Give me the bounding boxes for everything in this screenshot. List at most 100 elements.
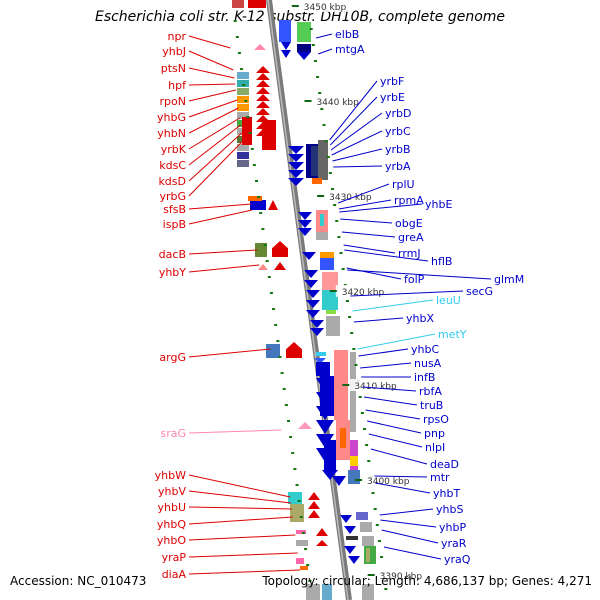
gene-leader-line (375, 482, 431, 494)
feature-tracks (232, 0, 376, 600)
tick-dot (265, 260, 269, 262)
gene-label-mtgA[interactable]: mtgA (335, 43, 365, 56)
feature-arrow (298, 212, 312, 220)
gene-label-elbB[interactable]: elbB (335, 28, 359, 41)
gene-label-infB[interactable]: infB (414, 371, 435, 384)
gene-label-leuU[interactable]: leuU (436, 294, 461, 307)
gene-label-yhbS[interactable]: yhbS (436, 503, 463, 516)
tick-dot (250, 148, 254, 150)
gene-label-obgE[interactable]: obgE (395, 217, 423, 230)
feature-block (237, 104, 249, 111)
gene-leader-line (188, 35, 231, 49)
tick-dot (326, 156, 330, 158)
gene-label-nlpI[interactable]: nlpI (425, 441, 445, 454)
tick-dot (237, 52, 241, 54)
gene-label-yrbG[interactable]: yrbG (159, 190, 186, 203)
feature-arrow (288, 162, 304, 170)
tick-dot (287, 420, 290, 422)
gene-label-yhbQ[interactable]: yhbQ (157, 518, 186, 531)
tick-dot (293, 468, 297, 470)
gene-leader-line (188, 506, 292, 510)
feature-arrow (298, 220, 312, 228)
feature-block (320, 258, 334, 270)
feature-block (350, 352, 356, 432)
tick-dot (272, 308, 276, 310)
gene-label-rplU[interactable]: rplU (392, 178, 415, 191)
gene-label-rpsO[interactable]: rpsO (423, 413, 449, 426)
gene-leader-line (346, 269, 492, 280)
gene-label-folP[interactable]: folP (404, 273, 425, 286)
gene-label-yrbC[interactable]: yrbC (385, 125, 411, 138)
gene-label-kdsC[interactable]: kdsC (159, 159, 186, 172)
gene-label-yhbY[interactable]: yhbY (159, 266, 186, 279)
gene-label-rpmA[interactable]: rpmA (394, 194, 424, 207)
gene-label-ptsN[interactable]: ptsN (161, 62, 186, 75)
gene-label-mtr[interactable]: mtr (430, 471, 450, 484)
feature-arrow (302, 252, 316, 260)
feature-block (297, 44, 311, 52)
scale-label-bg (348, 379, 399, 391)
gene-label-argG[interactable]: argG (159, 351, 186, 364)
gene-label-yrbK[interactable]: yrbK (161, 143, 187, 156)
gene-leader-line (188, 89, 237, 102)
gene-label-yraP[interactable]: yraP (162, 551, 187, 564)
tick-dot (257, 196, 261, 198)
gene-label-yrbD[interactable]: yrbD (385, 107, 412, 120)
gene-label-rpoN[interactable]: rpoN (160, 95, 186, 108)
gene-label-yrbE[interactable]: yrbE (380, 91, 405, 104)
gene-label-kdsD[interactable]: kdsD (158, 175, 186, 188)
gene-label-ispB[interactable]: ispB (163, 218, 186, 231)
gene-label-sraG[interactable]: sraG (160, 427, 186, 440)
gene-leader-line (315, 33, 333, 39)
gene-leader-line (188, 203, 252, 210)
gene-label-metY[interactable]: metY (438, 328, 467, 341)
gene-label-deaD[interactable]: deaD (430, 458, 459, 471)
gene-label-nusA[interactable]: nusA (414, 357, 442, 370)
gene-label-hpf[interactable]: hpf (168, 79, 187, 92)
gene-label-yhbW[interactable]: yhbW (155, 469, 186, 482)
gene-label-hflB[interactable]: hflB (431, 255, 452, 268)
gene-label-yraQ[interactable]: yraQ (444, 553, 471, 566)
gene-label-yhbG[interactable]: yhbG (157, 111, 186, 124)
gene-leader-line (370, 448, 428, 465)
feature-arrow (316, 540, 328, 546)
tick-dot (299, 516, 303, 518)
gene-label-dacB[interactable]: dacB (159, 248, 186, 261)
gene-label-npr[interactable]: npr (168, 30, 187, 43)
gene-label-yrbB[interactable]: yrbB (385, 143, 411, 156)
gene-label-yhbE[interactable]: yhbE (425, 198, 452, 211)
gene-label-yhbJ[interactable]: yhbJ (162, 45, 186, 58)
gene-label-yhbV[interactable]: yhbV (158, 485, 186, 498)
feature-block (326, 316, 340, 336)
gene-label-yhbO[interactable]: yhbO (157, 534, 186, 547)
gene-label-yhbT[interactable]: yhbT (433, 487, 460, 500)
tick-dot (313, 60, 317, 62)
gene-label-truB[interactable]: truB (420, 399, 443, 412)
gene-label-yraR[interactable]: yraR (441, 537, 467, 550)
gene-label-yhbC[interactable]: yhbC (411, 343, 439, 356)
scale-label-bg (310, 95, 361, 107)
feature-block (232, 0, 244, 8)
gene-label-pnp[interactable]: pnp (424, 427, 445, 440)
gene-label-diaA[interactable]: diaA (162, 568, 187, 581)
gene-leader-line (329, 80, 378, 141)
gene-label-yhbP[interactable]: yhbP (439, 521, 466, 534)
gene-label-rbfA[interactable]: rbfA (419, 385, 442, 398)
gene-leader-line (188, 569, 301, 575)
scale-label: 3390 kbp (380, 572, 423, 582)
gene-label-greA[interactable]: greA (398, 231, 424, 244)
gene-label-secG[interactable]: secG (466, 285, 493, 298)
gene-label-sfsB[interactable]: sfsB (163, 203, 186, 216)
gene-label-yrbA[interactable]: yrbA (385, 160, 411, 173)
gene-leader-line (188, 348, 271, 358)
gene-label-yhbX[interactable]: yhbX (406, 312, 434, 325)
gene-label-yhbU[interactable]: yhbU (157, 501, 186, 514)
gene-label-glmM[interactable]: glmM (494, 273, 524, 286)
scale-label: 3450 kbp (304, 3, 347, 13)
gene-leader-line (188, 140, 244, 197)
gene-label-rrmJ[interactable]: rrmJ (398, 247, 421, 260)
gene-label-yhbN[interactable]: yhbN (157, 127, 186, 140)
feature-arrow (281, 42, 291, 50)
gene-label-yrbF[interactable]: yrbF (380, 75, 404, 88)
tick-dot (308, 580, 312, 582)
